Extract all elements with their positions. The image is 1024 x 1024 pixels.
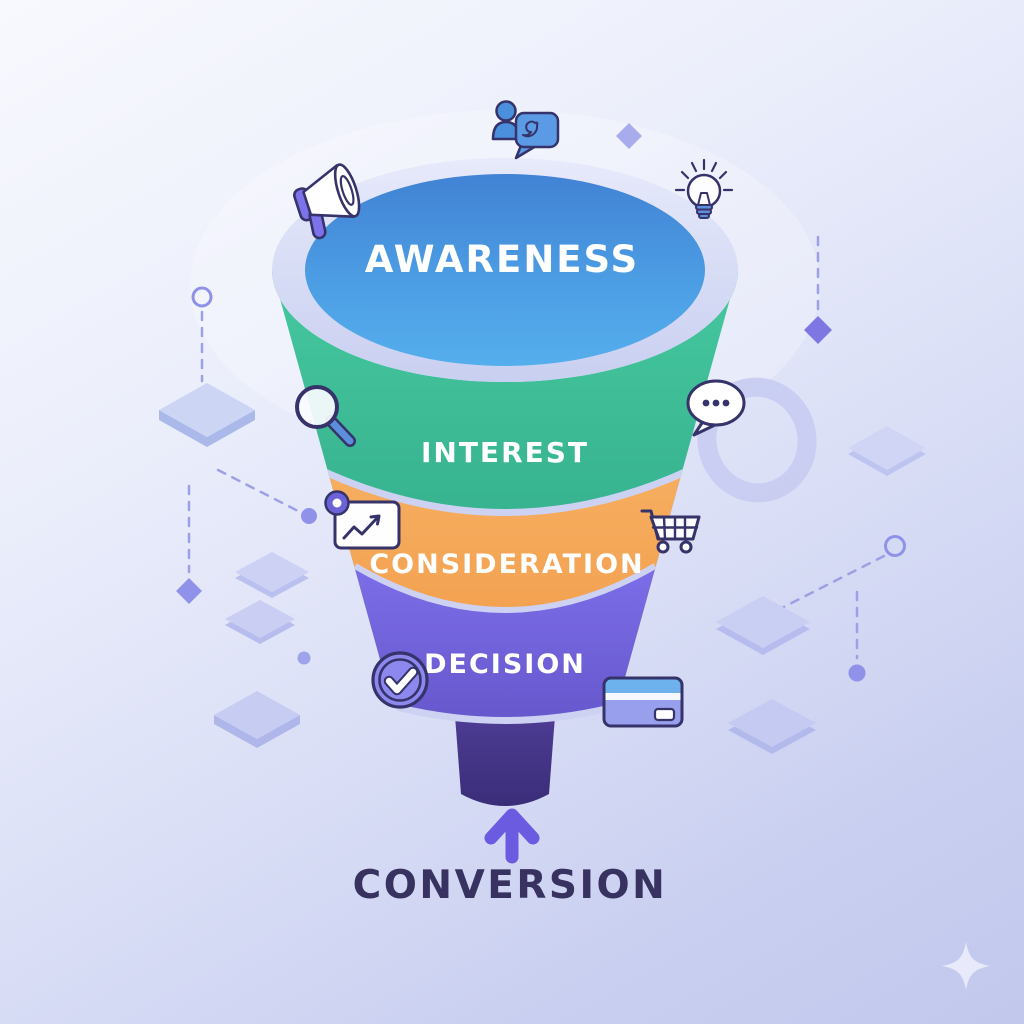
decor-diamond-top-small (616, 123, 642, 149)
decor-platform-left-bottom (214, 691, 300, 748)
up-arrow-icon (484, 808, 540, 864)
decor-flat-diamond-left-2 (225, 600, 295, 644)
magnifying-glass-icon (295, 385, 356, 447)
check-circle-icon (371, 651, 429, 709)
decor-diamond-left-small (176, 578, 202, 604)
stage-label-consideration: CONSIDERATION (369, 549, 644, 580)
shopping-cart-icon (640, 509, 701, 554)
decor-ghost-ring (697, 377, 817, 503)
decor-flat-diamond-right-1 (848, 426, 926, 476)
stage-label-interest: INTEREST (421, 436, 589, 469)
megaphone-icon (292, 163, 361, 240)
outcome-label: CONVERSION (353, 863, 668, 908)
decor-sparkle (942, 942, 990, 990)
decor-flat-diamond-left-1 (235, 552, 309, 598)
decor-diamond-right-small (804, 316, 832, 344)
funnel-separator-2 (353, 563, 657, 613)
decor-flat-diamond-right-2 (716, 596, 810, 655)
funnel-stage-decision-band (320, 566, 690, 720)
stage-label-awareness: AWARENESS (365, 238, 639, 281)
decor-dot-left-1 (301, 508, 317, 524)
decor-dot-right (848, 664, 866, 682)
funnel-cone (272, 270, 738, 724)
decor-circle-outline-left (191, 286, 213, 308)
stage-label-decision: DECISION (424, 649, 586, 680)
decor-dot-left-2 (297, 651, 311, 665)
decor-flat-diamond-right-3 (728, 699, 816, 754)
funnel-stage-awareness-top (305, 174, 705, 366)
decor-dashed-line-right-2 (770, 554, 886, 615)
lightbulb-icon (674, 158, 734, 219)
social-media-post-icon (491, 100, 560, 160)
growth-chart-icon (324, 490, 401, 550)
chat-bubble-icon (686, 379, 746, 437)
decor-circle-outline-right (884, 535, 906, 557)
credit-card-icon (602, 676, 684, 728)
funnel-separator-3 (396, 704, 614, 724)
decor-dashed-line-left-2 (216, 468, 302, 514)
decor-platform-left (159, 383, 255, 447)
funnel-separator-1 (298, 456, 712, 516)
